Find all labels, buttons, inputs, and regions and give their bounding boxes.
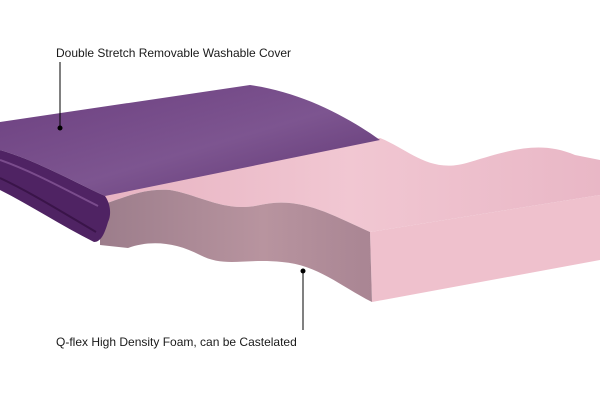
cover-leader-dot: [57, 125, 63, 131]
cover-edge-shadow: [0, 177, 97, 233]
foam-label: Q-flex High Density Foam, can be Castela…: [56, 335, 297, 349]
cover-label: Double Stretch Removable Washable Cover: [56, 46, 292, 60]
foam-wave-side: [100, 189, 372, 302]
cover-top-surface: [0, 85, 380, 196]
cover-edge: [0, 150, 111, 242]
cover-edge-highlight: [0, 159, 99, 207]
foam-top-surface: [100, 138, 600, 232]
foam-front-face: [370, 195, 600, 302]
foam-leader-dot: [300, 268, 306, 274]
